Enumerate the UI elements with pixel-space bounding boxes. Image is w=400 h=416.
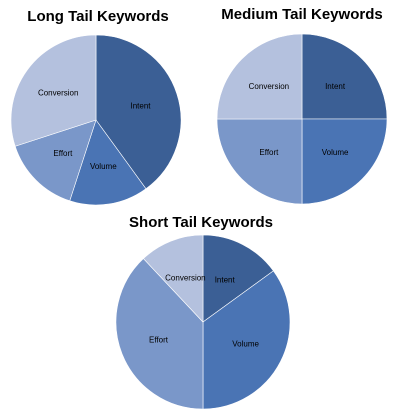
pie-slice-medium-tail-conversion <box>216 33 303 120</box>
pie-slice-long-tail-effort <box>14 119 97 202</box>
slice-label-short-tail-conversion: Conversion <box>165 274 205 283</box>
pie-slice-medium-tail-intent <box>301 33 388 120</box>
slice-label-long-tail-intent: Intent <box>130 102 151 111</box>
pie-slice-short-tail-intent <box>202 234 274 323</box>
slice-label-medium-tail-intent: Intent <box>325 82 346 91</box>
pie-slice-long-tail-intent <box>95 34 182 190</box>
pie-slice-medium-tail-volume <box>301 118 388 205</box>
pie-slice-medium-tail-effort <box>216 118 303 205</box>
slice-label-short-tail-volume: Volume <box>232 340 259 349</box>
pie-slice-short-tail-conversion <box>143 234 204 323</box>
pie-slice-long-tail-volume <box>69 119 147 206</box>
chart-title-short-tail: Short Tail Keywords <box>129 214 273 231</box>
pie-slice-short-tail-volume <box>202 270 291 410</box>
pie-slice-long-tail-conversion <box>10 34 97 147</box>
pie-slice-short-tail-effort <box>115 258 204 410</box>
slice-label-long-tail-conversion: Conversion <box>38 89 78 98</box>
slice-label-medium-tail-conversion: Conversion <box>249 82 289 91</box>
chart-title-long-tail: Long Tail Keywords <box>27 8 168 25</box>
slice-label-short-tail-effort: Effort <box>149 336 169 345</box>
slice-label-long-tail-volume: Volume <box>90 162 117 171</box>
chart-title-medium-tail: Medium Tail Keywords <box>221 6 382 23</box>
slice-label-long-tail-effort: Effort <box>53 149 73 158</box>
slice-label-short-tail-intent: Intent <box>215 275 236 284</box>
slice-label-medium-tail-effort: Effort <box>259 148 279 157</box>
slice-label-medium-tail-volume: Volume <box>322 148 349 157</box>
